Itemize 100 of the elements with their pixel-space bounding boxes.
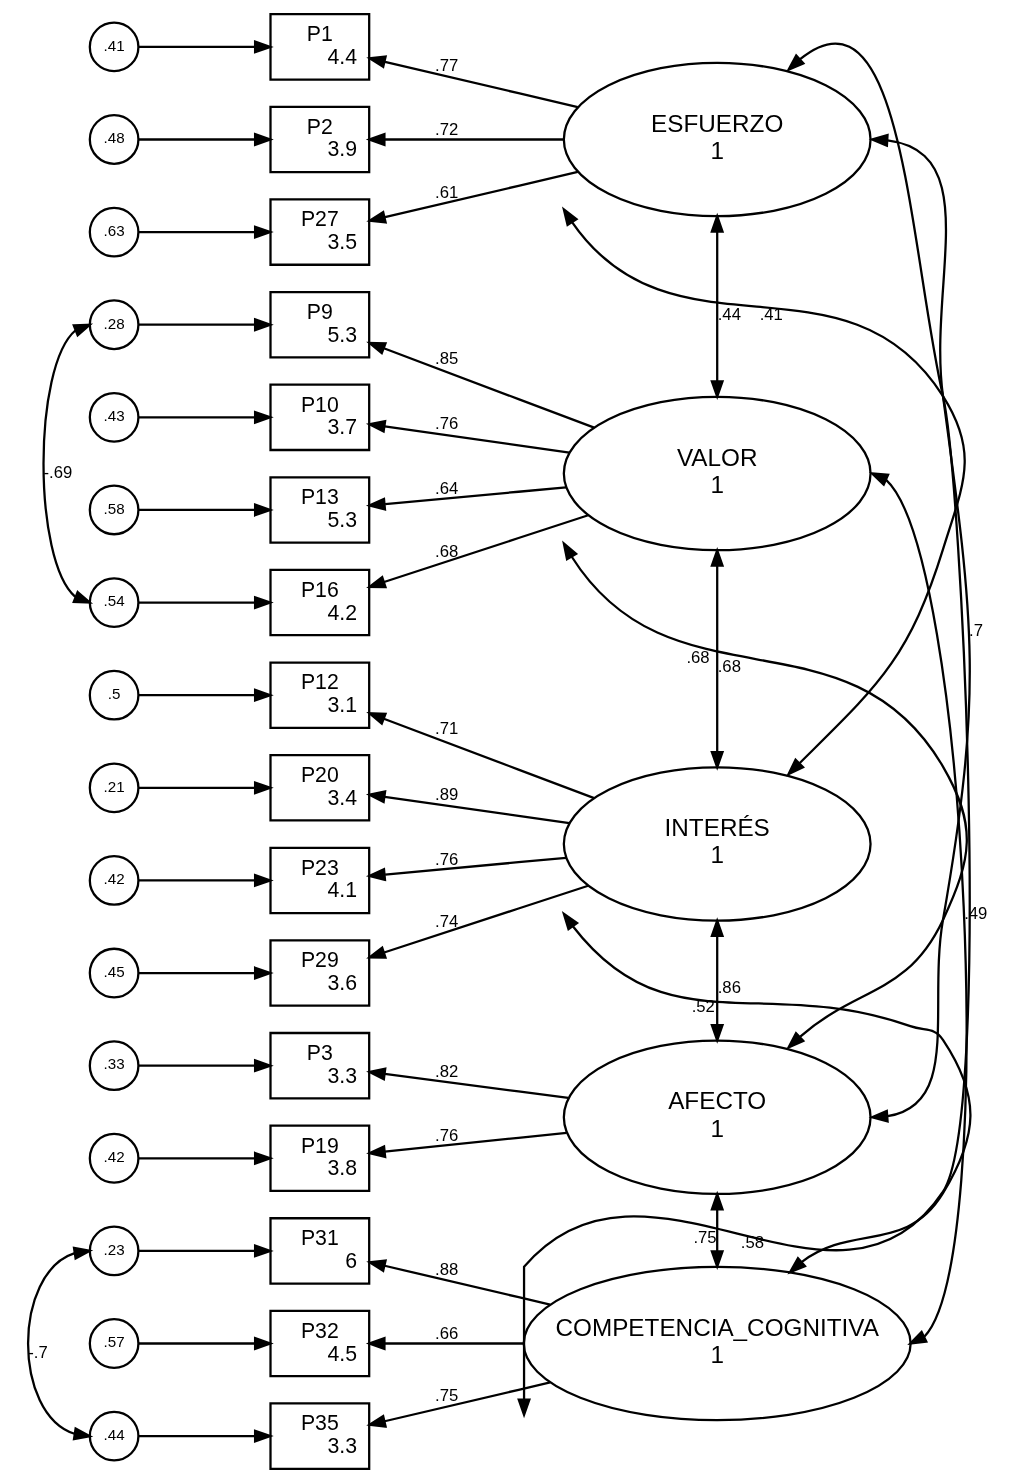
edge-label: .86	[717, 978, 741, 998]
arrow	[709, 212, 724, 400]
node-box: P3 3.3	[268, 1031, 370, 1100]
node-circle: .54	[88, 577, 140, 628]
edge-label: .76	[434, 414, 458, 434]
node-circle: .23	[88, 1225, 140, 1277]
arrow	[365, 55, 578, 109]
node-circle: .57	[88, 1318, 140, 1369]
edge-label: .72	[434, 119, 458, 139]
edge-label: .85	[434, 348, 458, 368]
arrow	[138, 317, 274, 332]
arrow	[365, 132, 564, 147]
arrow	[138, 410, 274, 425]
node-box: P2 3.9	[268, 105, 370, 174]
arrow	[26, 1246, 93, 1441]
node-box: P13 5.3	[268, 476, 370, 544]
arrow	[516, 43, 971, 1419]
node-box: P9 5.3	[268, 290, 370, 359]
arrow	[709, 546, 724, 771]
arrow	[709, 917, 724, 1044]
arrow	[138, 1151, 274, 1166]
arrow	[138, 1429, 274, 1444]
arrow	[868, 472, 967, 1346]
arrow	[138, 780, 274, 795]
arrow	[561, 540, 968, 1050]
edge-label: .76	[434, 1126, 458, 1146]
node-box: P10 3.7	[268, 383, 370, 452]
edge-label: .68	[685, 648, 710, 668]
arrow	[138, 873, 274, 888]
node-ellipse: ESFUERZO 1	[562, 61, 872, 218]
node-circle: .45	[88, 947, 140, 999]
arrow	[365, 486, 566, 511]
node-circle: .33	[88, 1040, 140, 1092]
edge-label: .82	[434, 1062, 458, 1082]
arrow	[365, 856, 566, 882]
arrow	[365, 419, 570, 454]
node-ellipse: INTERÉS 1	[562, 766, 872, 922]
node-circle: .41	[88, 21, 140, 73]
arrow	[365, 884, 589, 959]
arrow	[138, 688, 274, 703]
arrow	[365, 341, 595, 429]
edge-label: .89	[434, 784, 458, 804]
arrow	[561, 206, 966, 777]
edge-label: -.7	[27, 1342, 48, 1362]
arrow	[138, 1336, 274, 1351]
node-box: P29 3.6	[268, 939, 370, 1007]
arrow	[138, 503, 274, 517]
arrow	[138, 1058, 274, 1073]
arrow	[365, 1067, 568, 1100]
node-box: P35 3.3	[268, 1402, 370, 1470]
node-box: P16 4.2	[268, 568, 370, 637]
node-circle: .58	[88, 484, 140, 536]
arrow	[138, 225, 274, 240]
arrow	[365, 170, 578, 224]
node-circle: .42	[88, 1132, 140, 1184]
arrow	[365, 1381, 550, 1428]
node-box: P31 6	[268, 1217, 370, 1285]
edge-label: .75	[692, 1228, 717, 1248]
edge-label: .71	[434, 719, 458, 739]
edge-label: .74	[434, 912, 458, 932]
arrow	[365, 1259, 550, 1306]
arrow	[365, 712, 595, 800]
node-circle: .28	[88, 299, 140, 351]
node-box: P1 4.4	[268, 13, 370, 81]
node-ellipse: VALOR 1	[562, 395, 872, 552]
edge-label: .68	[434, 541, 458, 561]
edge-label: .75	[434, 1385, 458, 1405]
node-circle: .48	[88, 114, 140, 165]
arrow	[41, 323, 93, 604]
node-circle: .43	[88, 391, 140, 443]
edge-label: .68	[717, 656, 741, 676]
edge-label: .88	[434, 1259, 458, 1279]
node-circle: .63	[88, 206, 140, 258]
node-box: P32 4.5	[268, 1309, 370, 1378]
node-box: P23 4.1	[268, 846, 370, 915]
arrow	[365, 1131, 567, 1159]
arrow	[138, 966, 274, 980]
edge-label: .44	[717, 305, 741, 325]
node-box: P19 3.8	[268, 1124, 370, 1193]
arrow	[365, 1336, 524, 1351]
edge-label: .61	[434, 183, 458, 203]
arrow	[138, 595, 274, 610]
node-circle: .5	[88, 669, 140, 721]
edge-label: .7	[968, 621, 983, 641]
node-box: P27 3.5	[268, 198, 370, 266]
edge-label: .76	[434, 849, 458, 869]
arrow	[365, 514, 589, 589]
arrow	[365, 790, 570, 825]
node-circle: .44	[88, 1410, 140, 1462]
node-box: P12 3.1	[268, 661, 370, 729]
node-box: P20 3.4	[268, 754, 370, 822]
arrow	[138, 132, 274, 147]
arrow	[561, 911, 972, 1275]
edge-label: .77	[434, 55, 458, 75]
arrow	[709, 1190, 724, 1271]
node-ellipse: COMPETENCIA_COGNITIVA 1	[522, 1265, 912, 1422]
arrow	[138, 39, 274, 54]
edge-label: .66	[434, 1323, 458, 1343]
arrow	[138, 1243, 274, 1258]
edge-label: .64	[434, 479, 458, 499]
